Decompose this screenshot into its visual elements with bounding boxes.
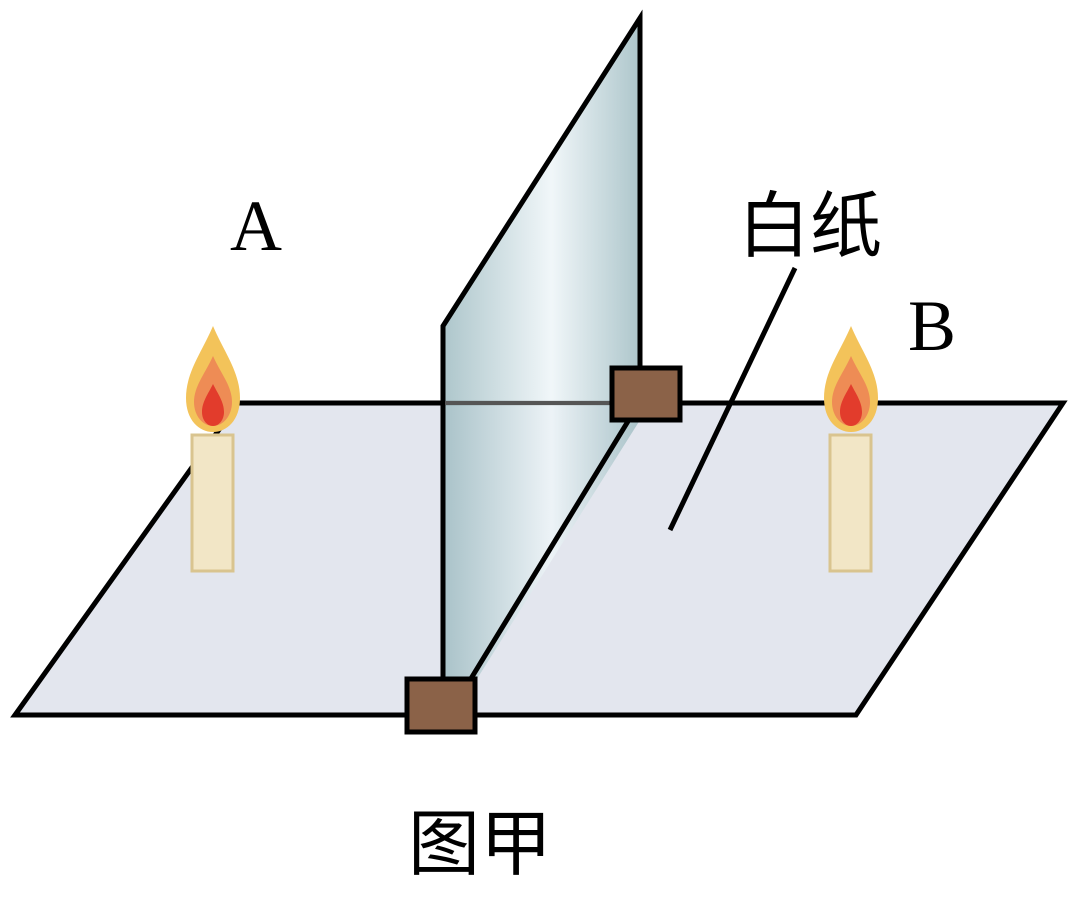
- paper-leader-line: [667, 266, 798, 532]
- candle-b: [824, 326, 878, 573]
- glass-plate: [443, 18, 640, 690]
- candle-b-label: B: [908, 286, 957, 366]
- candle-b-flame-inner: [840, 384, 862, 426]
- candle-a-flame-inner: [202, 384, 224, 426]
- candle-a-body: [190, 433, 235, 573]
- figure-caption: 图甲: [408, 802, 553, 886]
- candle-a-label: A: [230, 186, 282, 266]
- candle-b-body: [828, 433, 873, 573]
- glass-base-line: [461, 416, 633, 692]
- glass-plate-top-edge: [440, 9, 643, 690]
- clamp-top: [609, 365, 683, 423]
- candle-a: [186, 326, 240, 573]
- paper-label: 白纸: [738, 184, 883, 268]
- clamp-bottom: [404, 676, 478, 735]
